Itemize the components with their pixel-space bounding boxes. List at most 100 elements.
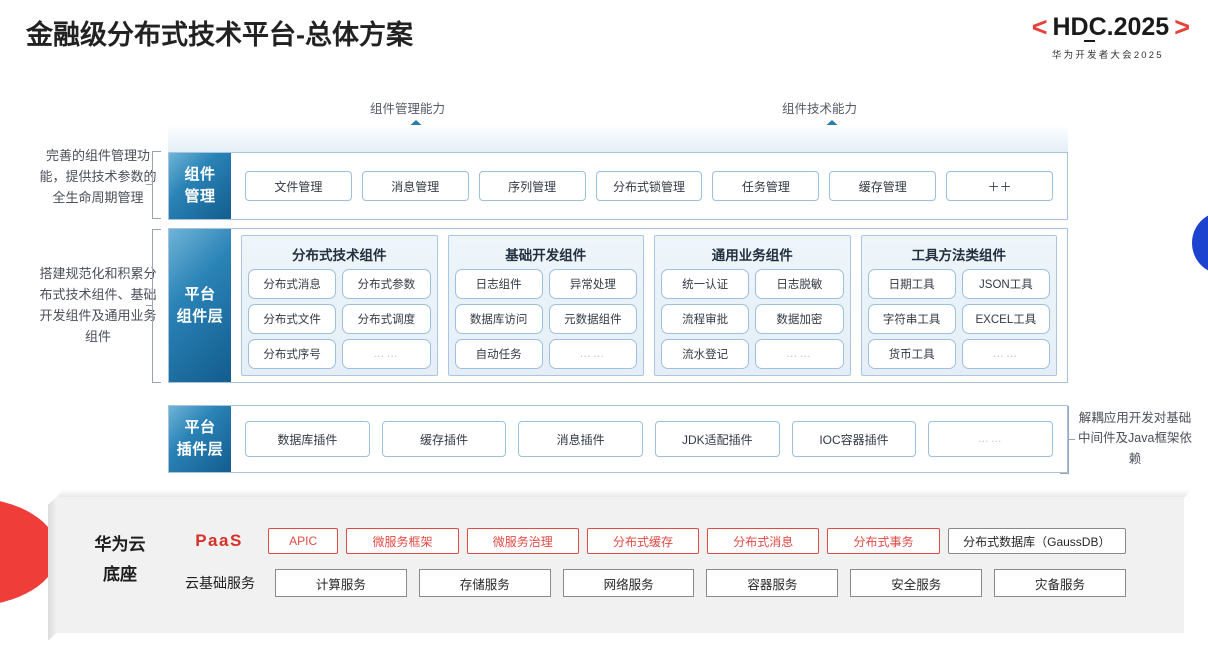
group-title-distributed-tech: 分布式技术组件 <box>292 248 387 263</box>
chip-metadata-component[interactable]: 元数据组件 <box>548 304 637 334</box>
hdc-logo-subtitle: 华为开发者大会2025 <box>1051 50 1164 61</box>
row-label-component-management: 组件 管理 <box>169 153 231 219</box>
hdc-left-bracket-icon: < <box>1031 12 1048 42</box>
bracket-marker-component-management <box>152 151 161 219</box>
chip-jdk-adapter-plugin[interactable]: JDK适配插件 <box>655 421 780 457</box>
group-common-business-components: 通用业务组件 统一认证 日志脱敏 流程审批 数据加密 流水登记 …… <box>654 235 851 376</box>
row-label-line-2: 管理 <box>184 188 216 205</box>
chip-file-management[interactable]: 文件管理 <box>245 171 352 201</box>
chip-log-desensitization[interactable]: 日志脱敏 <box>755 269 844 299</box>
left-note-platform-layer: 搭建规范化和积累分布式技术组件、基础开发组件及通用业务组件 <box>39 266 157 345</box>
row-label-line-1: 平台 <box>184 419 216 437</box>
chip-ioc-container-plugin[interactable]: IOC容器插件 <box>791 421 917 457</box>
group-title-common-business: 通用业务组件 <box>711 248 793 263</box>
cloud-basic-service-label: 云基础服务 <box>185 575 255 591</box>
chip-distributed-parameter[interactable]: 分布式参数 <box>342 269 431 299</box>
cloud-base-title-line-1: 华为云 <box>94 535 146 554</box>
chip-process-approval[interactable]: 流程审批 <box>661 304 750 334</box>
base-chip-security-service[interactable]: 安全服务 <box>850 569 983 597</box>
row-component-management: 组件 管理 文件管理 消息管理 序列管理 分布式锁管理 任务管理 缓存管理 ＋＋ <box>168 152 1068 220</box>
row-platform-plugin-layer: 平台 插件层 数据库插件 缓存插件 消息插件 JDK适配插件 IOC容器插件 …… <box>168 405 1068 473</box>
arrow-label-component-technology: 组件技术能力 <box>782 102 858 116</box>
platform-stack: 组件 管理 文件管理 消息管理 序列管理 分布式锁管理 任务管理 缓存管理 ＋＋… <box>168 125 1068 480</box>
chip-cache-management[interactable]: 缓存管理 <box>829 171 937 201</box>
group-grid-common-business: 统一认证 日志脱敏 流程审批 数据加密 流水登记 …… <box>661 269 844 369</box>
bracket-tick-platform-layer <box>146 305 152 307</box>
hdc-logo-main: < HDC.2025 > <box>1031 12 1190 42</box>
chip-cache-plugin[interactable]: 缓存插件 <box>381 421 507 457</box>
row-body-component-management: 文件管理 消息管理 序列管理 分布式锁管理 任务管理 缓存管理 ＋＋ <box>231 153 1067 219</box>
cloud-base-slab <box>56 497 1184 633</box>
base-chip-network-service[interactable]: 网络服务 <box>562 569 695 597</box>
chip-data-encryption[interactable]: 数据加密 <box>755 304 844 334</box>
group-grid-utility-method: 日期工具 JSON工具 字符串工具 EXCEL工具 货币工具 …… <box>867 269 1050 369</box>
row-label-line-2: 组件层 <box>176 307 224 325</box>
chip-distributed-lock-management[interactable]: 分布式锁管理 <box>595 171 703 201</box>
group-grid-distributed-tech: 分布式消息 分布式参数 分布式文件 分布式调度 分布式序号 …… <box>248 269 431 369</box>
paas-chip-distributed-database-gaussdb[interactable]: 分布式数据库（GaussDB） <box>947 528 1127 554</box>
base-chip-storage-service[interactable]: 存储服务 <box>418 569 551 597</box>
chip-database-plugin[interactable]: 数据库插件 <box>245 421 370 457</box>
right-note-plugin-layer: 解耦应用开发对基础中间件及Java框架依赖 <box>1078 411 1192 466</box>
bracket-tick-plugin-layer <box>1069 439 1075 441</box>
chip-message-plugin[interactable]: 消息插件 <box>518 421 644 457</box>
row-label-platform-plugin-layer: 平台 插件层 <box>169 406 231 472</box>
paas-chip-microservice-governance[interactable]: 微服务治理 <box>466 528 579 554</box>
chip-currency-tool[interactable]: 货币工具 <box>867 339 956 369</box>
chip-more-utility-method[interactable]: …… <box>961 339 1050 369</box>
hdc-underline-accent <box>1084 40 1096 42</box>
chip-more-distributed-tech[interactable]: …… <box>342 339 431 369</box>
chip-exception-handling[interactable]: 异常处理 <box>548 269 637 299</box>
chip-task-management[interactable]: 任务管理 <box>712 171 820 201</box>
chip-json-tool[interactable]: JSON工具 <box>961 269 1050 299</box>
page-title: 金融级分布式技术平台-总体方案 <box>26 20 413 50</box>
blue-lens-decoration <box>1192 212 1208 274</box>
chip-transaction-record[interactable]: 流水登记 <box>661 339 750 369</box>
group-title-utility-method: 工具方法类组件 <box>911 248 1007 263</box>
base-chip-container-service[interactable]: 容器服务 <box>706 569 839 597</box>
hdc-logo-text: HDC.2025 <box>1052 13 1170 41</box>
chip-auto-task[interactable]: 自动任务 <box>454 339 543 369</box>
chip-add-more[interactable]: ＋＋ <box>946 171 1054 201</box>
arrow-label-component-management: 组件管理能力 <box>370 102 446 116</box>
chip-distributed-sequence[interactable]: 分布式序号 <box>248 339 337 369</box>
bracket-marker-platform-layer <box>152 229 161 383</box>
chip-distributed-scheduling[interactable]: 分布式调度 <box>342 304 431 334</box>
paas-chip-microservice-framework[interactable]: 微服务框架 <box>346 528 459 554</box>
chip-sequence-management[interactable]: 序列管理 <box>478 171 586 201</box>
group-grid-basic-dev: 日志组件 异常处理 数据库访问 元数据组件 自动任务 …… <box>454 269 637 369</box>
chip-more-plugins[interactable]: …… <box>928 421 1054 457</box>
chip-date-tool[interactable]: 日期工具 <box>867 269 956 299</box>
chip-string-tool[interactable]: 字符串工具 <box>867 304 956 334</box>
paas-chip-distributed-message[interactable]: 分布式消息 <box>707 528 820 554</box>
chip-message-management[interactable]: 消息管理 <box>361 171 469 201</box>
group-utility-method-components: 工具方法类组件 日期工具 JSON工具 字符串工具 EXCEL工具 货币工具 …… <box>860 235 1057 376</box>
chip-excel-tool[interactable]: EXCEL工具 <box>961 304 1050 334</box>
row-label-line-2: 插件层 <box>176 441 224 458</box>
row-body-platform-component-layer: 分布式技术组件 分布式消息 分布式参数 分布式文件 分布式调度 分布式序号 ……… <box>231 229 1067 382</box>
chip-more-common-business[interactable]: …… <box>755 339 844 369</box>
paas-chip-distributed-transaction[interactable]: 分布式事务 <box>827 528 940 554</box>
base-chip-compute-service[interactable]: 计算服务 <box>275 569 407 597</box>
row-platform-component-layer: 平台 组件层 分布式技术组件 分布式消息 分布式参数 分布式文件 分布式调度 分… <box>168 228 1068 383</box>
paas-chip-apic[interactable]: APIC <box>268 528 339 554</box>
chip-distributed-message[interactable]: 分布式消息 <box>248 269 337 299</box>
group-distributed-tech-components: 分布式技术组件 分布式消息 分布式参数 分布式文件 分布式调度 分布式序号 …… <box>241 235 438 376</box>
row-label-line-1: 组件 <box>184 166 216 184</box>
bracket-tick-component-management <box>146 184 152 186</box>
chip-unified-authentication[interactable]: 统一认证 <box>661 269 750 299</box>
row-label-platform-component-layer: 平台 组件层 <box>169 229 231 382</box>
chip-database-access[interactable]: 数据库访问 <box>454 304 543 334</box>
cloud-base-title: 华为云 底座 <box>74 530 166 590</box>
cloud-base-title-line-2: 底座 <box>103 564 137 584</box>
group-title-basic-dev: 基础开发组件 <box>505 248 587 263</box>
group-basic-dev-components: 基础开发组件 日志组件 异常处理 数据库访问 元数据组件 自动任务 …… <box>447 235 644 376</box>
row-label-line-1: 平台 <box>184 285 216 303</box>
chip-distributed-file[interactable]: 分布式文件 <box>248 304 337 334</box>
hdc-logo-text-wrap: HDC.2025 <box>1047 13 1174 42</box>
chip-log-component[interactable]: 日志组件 <box>454 269 543 299</box>
chip-more-basic-dev[interactable]: …… <box>548 339 637 369</box>
paas-chip-distributed-cache[interactable]: 分布式缓存 <box>586 528 700 554</box>
base-chip-disaster-recovery-service[interactable]: 灾备服务 <box>994 569 1126 597</box>
paas-service-row: APIC 微服务框架 微服务治理 分布式缓存 分布式消息 分布式事务 分布式数据… <box>268 528 1127 554</box>
